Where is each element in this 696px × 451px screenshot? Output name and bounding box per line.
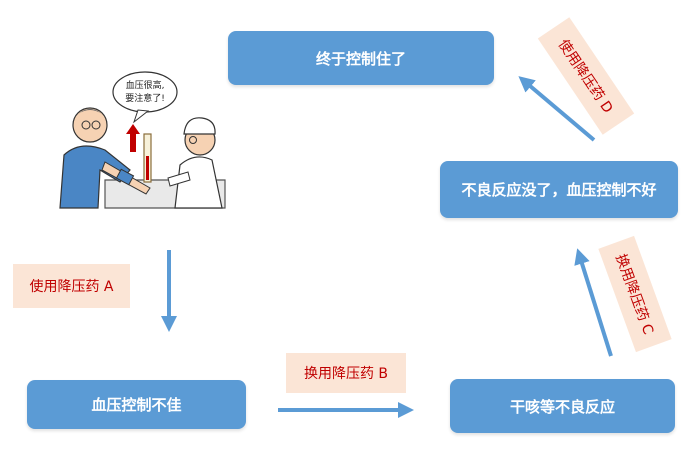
rising-arrow-icon [126,124,140,152]
doctor-body [174,156,223,209]
arrow-up-left [518,76,596,142]
speech-bubble [112,71,178,113]
node-controlled: 终于控制住了 [228,31,494,85]
speech-line-1: 血压很高, [126,79,165,91]
speech-line-2: 要注意了! [125,92,165,104]
drug-a-label: 使用降压药 A [13,264,130,308]
node-poor-control: 血压控制不佳 [27,380,246,429]
doctor-patient-illustration: 血压很高, 要注意了! [50,70,230,216]
node-side-effect-gone: 不良反应没了，血压控制不好 [440,161,678,218]
drug-b-label: 换用降压药 B [286,353,406,393]
arrow-up-right [574,248,613,357]
patient-body [59,145,131,209]
node-cough: 干咳等不良反应 [450,379,675,433]
